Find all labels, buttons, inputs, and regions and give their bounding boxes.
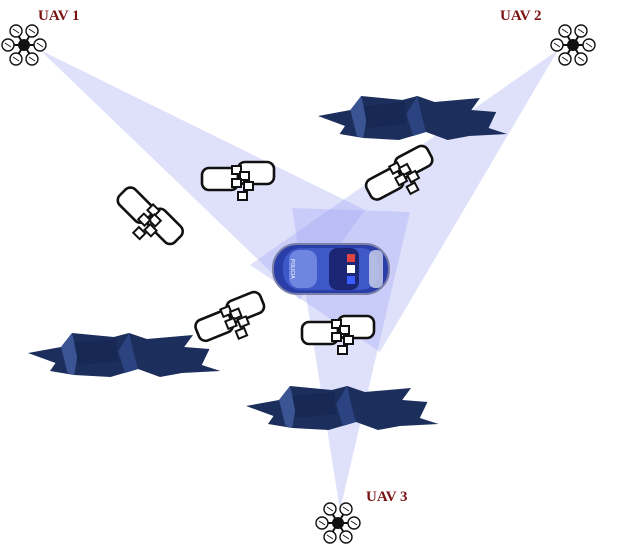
building-icon <box>246 386 439 430</box>
uav-3-label: UAV 3 <box>366 489 408 505</box>
car-label: POLICIA <box>289 259 295 279</box>
building-icon <box>318 96 507 140</box>
uav-2-hexacopter-icon <box>550 24 596 66</box>
building-icon <box>28 333 221 377</box>
police-car-icon: POLICIA <box>272 243 390 295</box>
uav-1-label: UAV 1 <box>38 8 80 24</box>
uav-2-label: UAV 2 <box>500 8 542 24</box>
person-group-icon <box>106 179 187 260</box>
person-group-icon <box>189 288 274 354</box>
uav-1-hexacopter-icon <box>1 24 47 66</box>
uav-3-hexacopter-icon <box>315 502 361 544</box>
